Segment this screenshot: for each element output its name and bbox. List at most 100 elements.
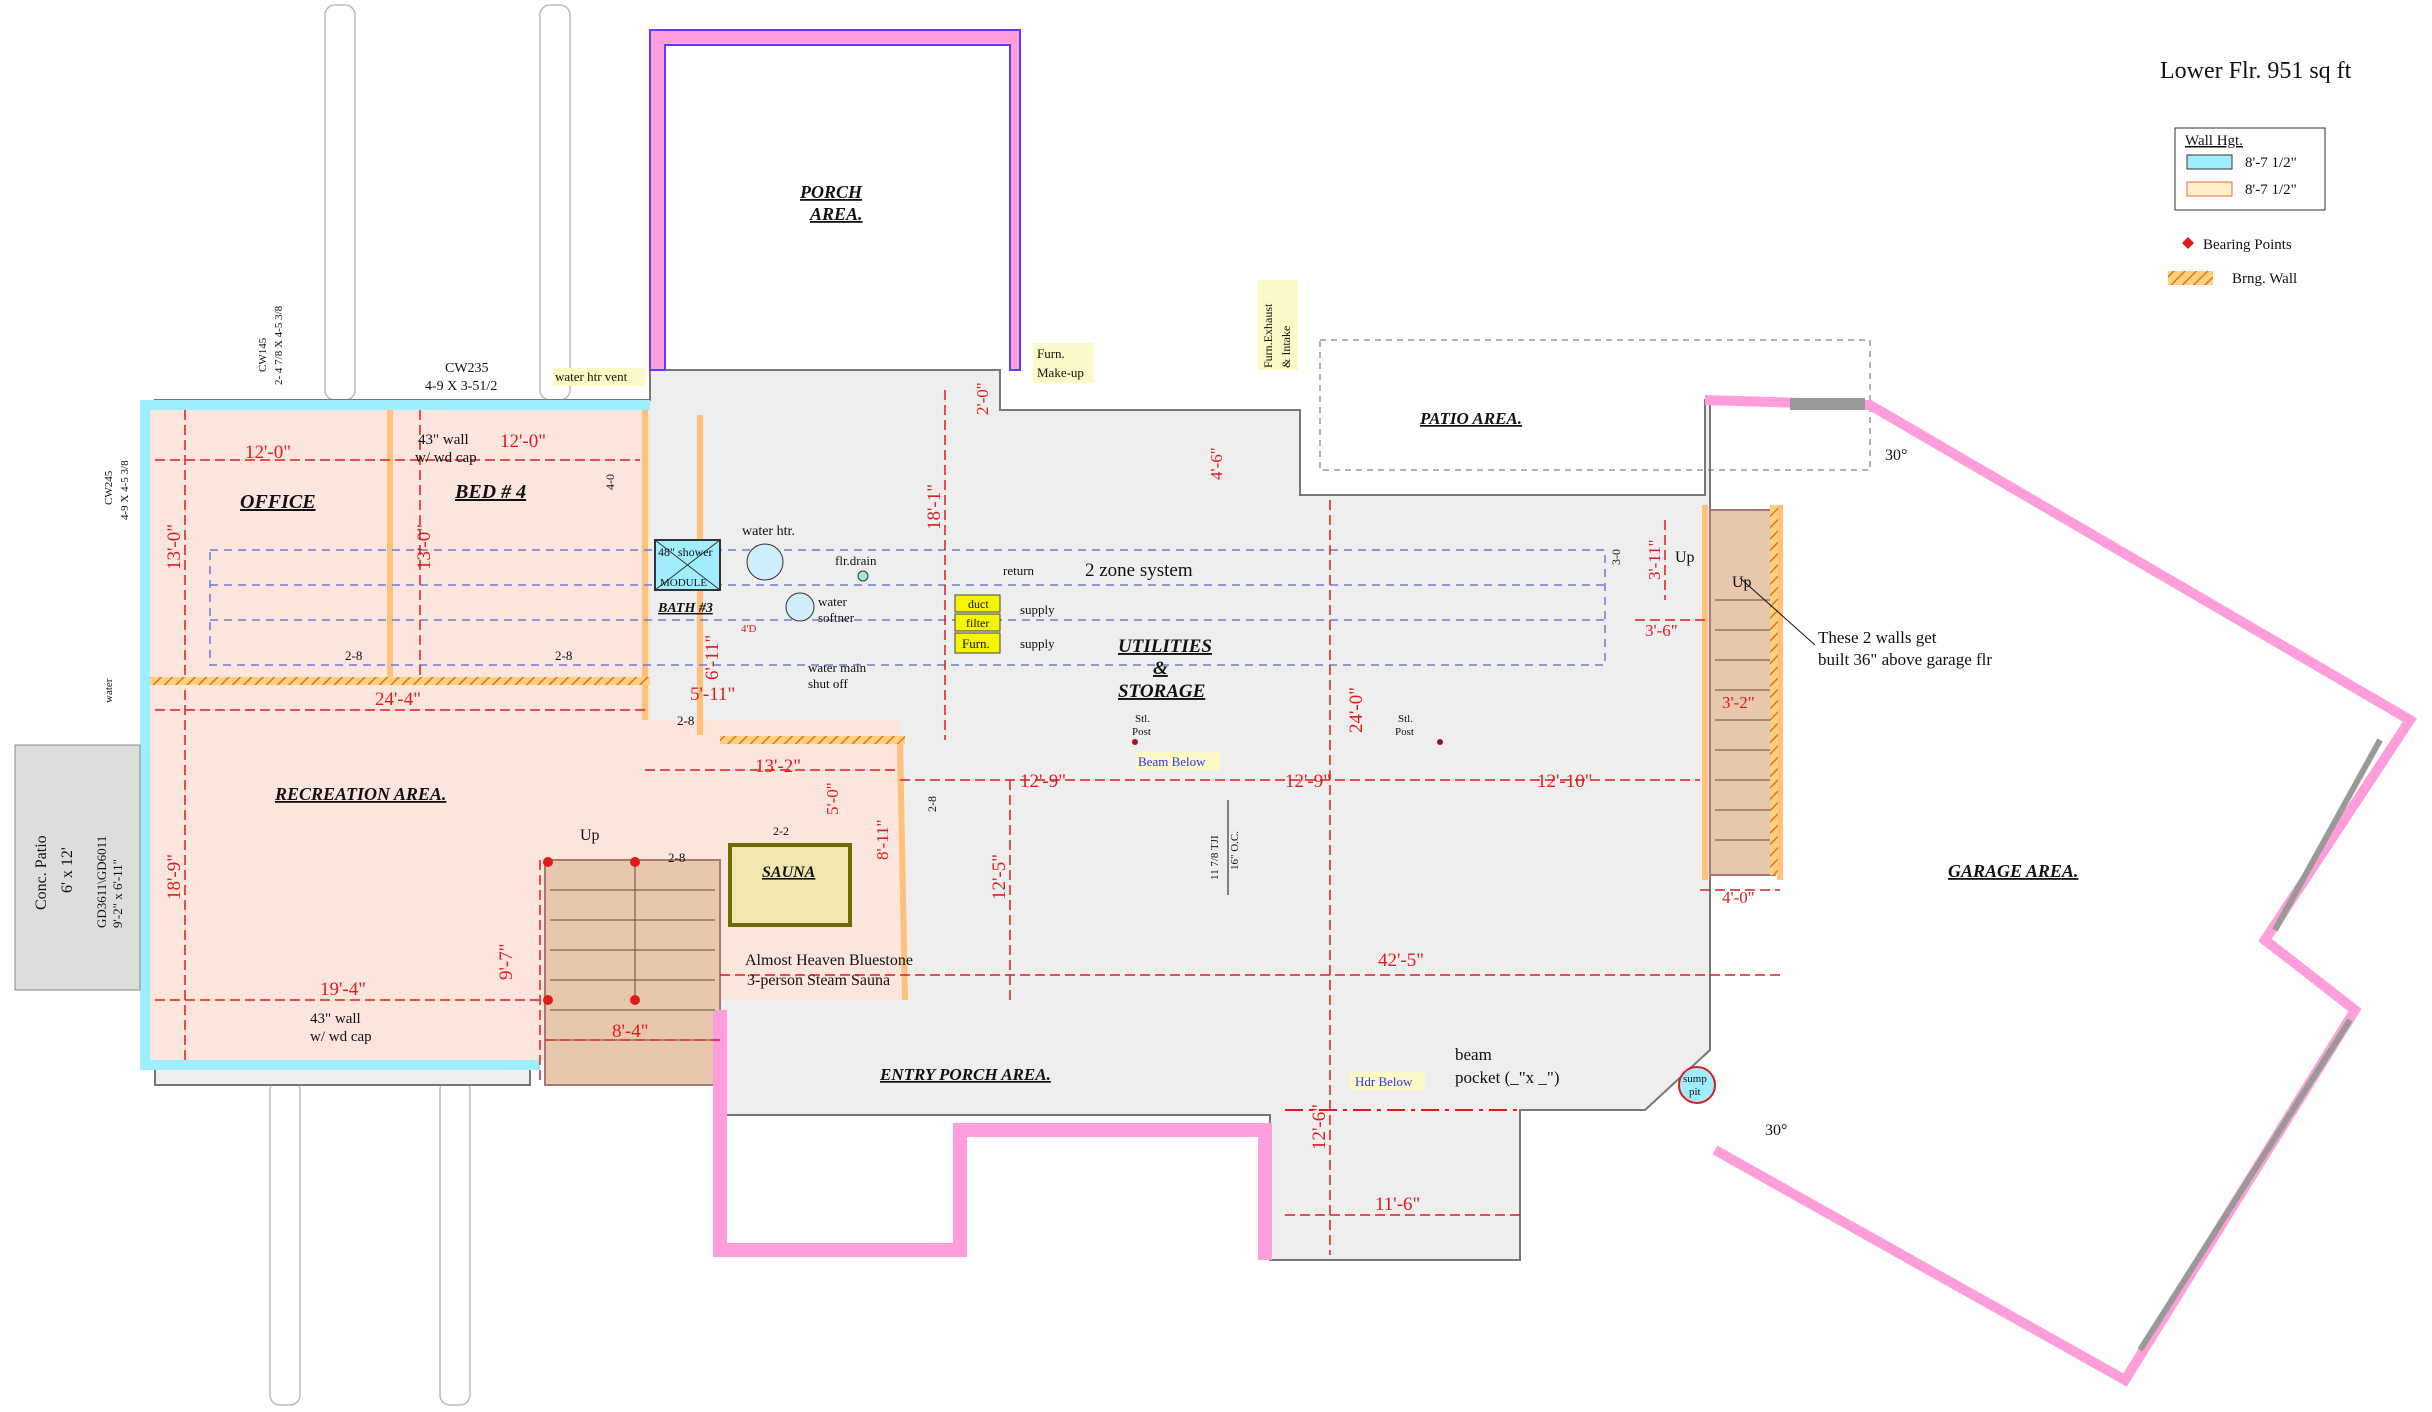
note-cw235: CW235 xyxy=(445,361,489,376)
legend-item-2: 8'-7 1/2" xyxy=(2245,182,2297,198)
note-beam-pocket-2: pocket (_"x _") xyxy=(1455,1068,1560,1087)
note-walls-2: built 36" above garage flr xyxy=(1818,650,1992,669)
room-bath3: BATH #3 xyxy=(657,601,713,616)
dim-label: 24'-0" xyxy=(1346,687,1367,733)
note-wdcap-1: w/ wd cap xyxy=(415,450,477,466)
dim-label: 13'-0" xyxy=(164,524,185,570)
legend-swatch-orange xyxy=(2186,181,2233,197)
dim-label: 8'-4" xyxy=(612,1021,649,1042)
dim-label: 4'-0" xyxy=(1722,888,1755,907)
note-water-soft-1: water xyxy=(818,594,848,609)
dim-label: 3'-6" xyxy=(1645,621,1678,640)
dim-label: 12'-0" xyxy=(245,442,291,463)
legend-brng-wall: Brng. Wall xyxy=(2232,271,2297,287)
note-tji-2: 16" O.C. xyxy=(1229,831,1241,870)
door-label-22: 2-2 xyxy=(773,824,789,838)
note-cw245-size: 4-9 X 4-5 3/8 xyxy=(119,460,131,520)
room-storage: STORAGE xyxy=(1118,681,1205,702)
bearing-wall-swatch xyxy=(2168,271,2213,285)
note-furn: Furn. xyxy=(962,636,990,651)
note-flr-drain: flr.drain xyxy=(835,553,877,568)
note-module: MODULE xyxy=(660,577,707,589)
note-bg xyxy=(553,368,645,386)
note-supply-1: supply xyxy=(1020,602,1055,617)
note-gd-2: 9'-2" x 6'-11" xyxy=(110,859,125,928)
dim-label: 18'-9" xyxy=(164,854,185,900)
note-water-htr-vent: water htr vent xyxy=(555,369,628,384)
note-stl-post-2b: Post xyxy=(1395,726,1414,738)
dim-label: 13'-2" xyxy=(755,756,801,777)
dim-label: 12'-9" xyxy=(1020,771,1066,792)
room-recreation: RECREATION AREA. xyxy=(274,784,446,804)
bearing-wall xyxy=(1770,505,1778,875)
note-shower: 48" shower xyxy=(658,545,713,559)
sump-pit-icon xyxy=(1678,1066,1716,1104)
note-hdr-below: Hdr Below xyxy=(1355,1074,1413,1089)
dimension-lines xyxy=(155,390,1780,1255)
note-up-3: Up xyxy=(1732,574,1752,591)
room-porch: PORCH xyxy=(799,182,863,202)
room-bed4: BED # 4 xyxy=(454,481,526,503)
legend-bearing-points: Bearing Points xyxy=(2203,237,2292,253)
note-sump-2: pit xyxy=(1689,1086,1701,1098)
dim-label: 3'-2" xyxy=(1722,693,1755,712)
room-amp: & xyxy=(1153,658,1168,679)
note-up-1: Up xyxy=(580,827,600,844)
legend-swatch-cyan xyxy=(2186,154,2233,170)
porch xyxy=(649,29,1021,371)
room-utilities: UTILITIES xyxy=(1118,636,1212,657)
floor-title: Lower Flr. 951 sq ft xyxy=(2160,58,2352,84)
note-water-htr: water htr. xyxy=(742,524,795,539)
note-sauna-1: Almost Heaven Bluestone xyxy=(745,952,913,969)
dim-label: 4'-6" xyxy=(1207,447,1226,480)
dim-label: 18'-1" xyxy=(924,484,945,530)
room-patio: PATIO AREA. xyxy=(1419,409,1522,428)
patio-outline xyxy=(1319,339,1871,471)
note-bg xyxy=(1136,752,1220,770)
bearing-point-icon xyxy=(2182,237,2194,249)
room-sauna: SAUNA xyxy=(762,864,816,881)
note-wall43-1: 43" wall xyxy=(418,432,469,448)
dim-label: 19'-4" xyxy=(320,979,366,1000)
floor-area xyxy=(150,369,1776,1261)
sauna-unit xyxy=(728,843,852,927)
bearing-points xyxy=(543,857,640,1005)
note-furn-exhaust-1: Furn.Exhaust xyxy=(1261,303,1275,368)
dim-label: 12'-0" xyxy=(500,431,546,452)
furnace-boxes xyxy=(954,594,1001,654)
cyan-walls xyxy=(140,400,650,1070)
note-stl-post-1b: Post xyxy=(1132,726,1151,738)
door-label-4d: 4'D xyxy=(741,623,756,635)
note-conc-patio-1: Conc. Patio xyxy=(33,835,50,910)
note-angle-1: 30° xyxy=(1885,447,1907,464)
note-conc-patio-2: 6' x 12' xyxy=(59,847,76,893)
note-zone: 2 zone system xyxy=(1085,560,1193,581)
note-bg xyxy=(1350,1072,1425,1090)
dim-label: 8'-11" xyxy=(873,819,892,860)
garage xyxy=(1704,395,2418,1387)
dim-label: 12'-5" xyxy=(989,854,1010,900)
note-cw145: CW145 xyxy=(257,337,269,372)
dim-label: 11'-6" xyxy=(1375,1194,1420,1215)
note-filter: filter xyxy=(966,616,989,630)
note-bg xyxy=(1033,343,1093,383)
conc-patio-box xyxy=(14,744,141,991)
door-label-40: 4-0 xyxy=(603,474,617,490)
dim-label: 13'-0" xyxy=(414,524,435,570)
dim-label: 2'-0" xyxy=(973,382,992,415)
door-label-28d: 2-8 xyxy=(668,850,685,865)
note-supply-2: supply xyxy=(1020,636,1055,651)
dim-label: 5'-0" xyxy=(823,782,842,815)
note-stl-post-2a: Stl. xyxy=(1398,713,1413,725)
note-water-soft-2: softner xyxy=(818,610,855,625)
note-water-main-2: shut off xyxy=(808,676,849,691)
note-stl-post-1a: Stl. xyxy=(1135,713,1150,725)
entry-porch xyxy=(713,1010,1272,1260)
note-water-main-1: water main xyxy=(808,660,867,675)
legend-heading: Wall Hgt. xyxy=(2185,133,2243,149)
room-entry-porch: ENTRY PORCH AREA. xyxy=(879,1065,1051,1084)
bearing-wall xyxy=(150,677,650,685)
water-heater-icon xyxy=(746,543,784,581)
note-wdcap-2: w/ wd cap xyxy=(310,1029,372,1045)
water-softener-icon xyxy=(785,592,815,622)
